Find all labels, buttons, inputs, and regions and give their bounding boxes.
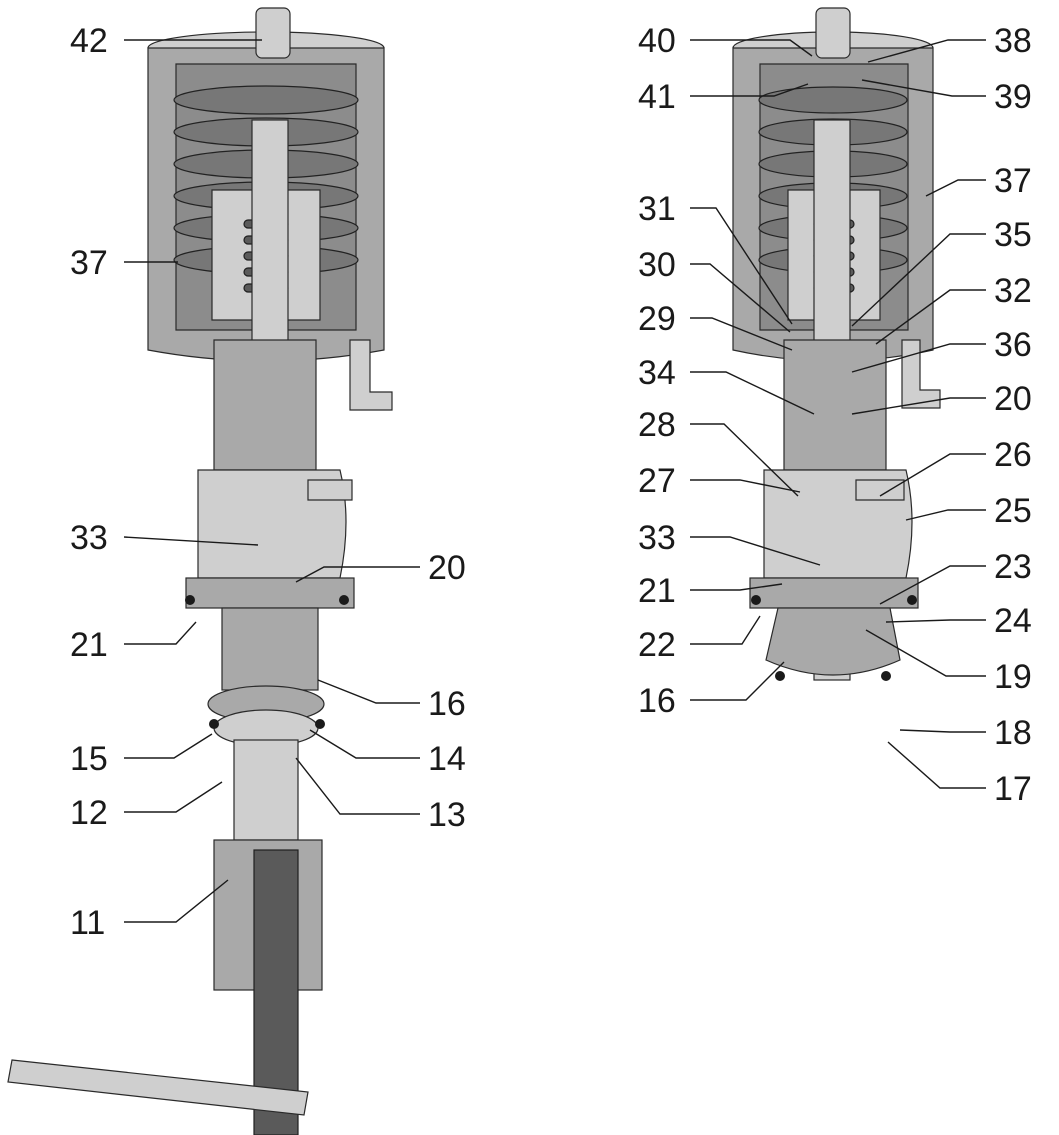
left-valve-assembly — [7, 7, 393, 1135]
label-25: 25 — [994, 492, 1032, 530]
label-16-right: 16 — [638, 682, 676, 720]
label-20-left: 20 — [428, 549, 466, 587]
label-35: 35 — [994, 216, 1032, 254]
label-38: 38 — [994, 22, 1032, 60]
label-29: 29 — [638, 300, 676, 338]
label-13-left: 13 — [428, 796, 466, 834]
label-40: 40 — [638, 22, 676, 60]
label-33-left: 33 — [70, 519, 108, 557]
label-17: 17 — [994, 770, 1032, 808]
label-28: 28 — [638, 406, 676, 444]
label-21-right: 21 — [638, 572, 676, 610]
label-20-right: 20 — [994, 380, 1032, 418]
label-27: 27 — [638, 462, 676, 500]
left-callouts: 42 37 33 21 15 12 11 20 16 14 13 — [70, 22, 466, 942]
label-15-left: 15 — [70, 740, 108, 778]
label-36: 36 — [994, 326, 1032, 364]
label-37-right: 37 — [994, 162, 1032, 200]
label-31: 31 — [638, 190, 676, 228]
label-23: 23 — [994, 548, 1032, 586]
label-42-left: 42 — [70, 22, 108, 60]
label-41: 41 — [638, 78, 676, 116]
label-16-left: 16 — [428, 685, 466, 723]
label-14-left: 14 — [428, 740, 466, 778]
label-37-left: 37 — [70, 244, 108, 282]
label-34: 34 — [638, 354, 676, 392]
label-21-left: 21 — [70, 626, 108, 664]
label-18: 18 — [994, 714, 1032, 752]
label-11-left: 11 — [70, 904, 105, 942]
label-39: 39 — [994, 78, 1032, 116]
label-19: 19 — [994, 658, 1032, 696]
right-valve-assembly — [732, 7, 941, 681]
label-32: 32 — [994, 272, 1032, 310]
label-33-right: 33 — [638, 519, 676, 557]
label-30: 30 — [638, 246, 676, 284]
label-12-left: 12 — [70, 794, 108, 832]
right-callouts: 40 41 31 30 29 34 28 27 33 21 22 16 38 3… — [638, 22, 1032, 808]
label-26: 26 — [994, 436, 1032, 474]
label-24: 24 — [994, 602, 1032, 640]
label-22: 22 — [638, 626, 676, 664]
